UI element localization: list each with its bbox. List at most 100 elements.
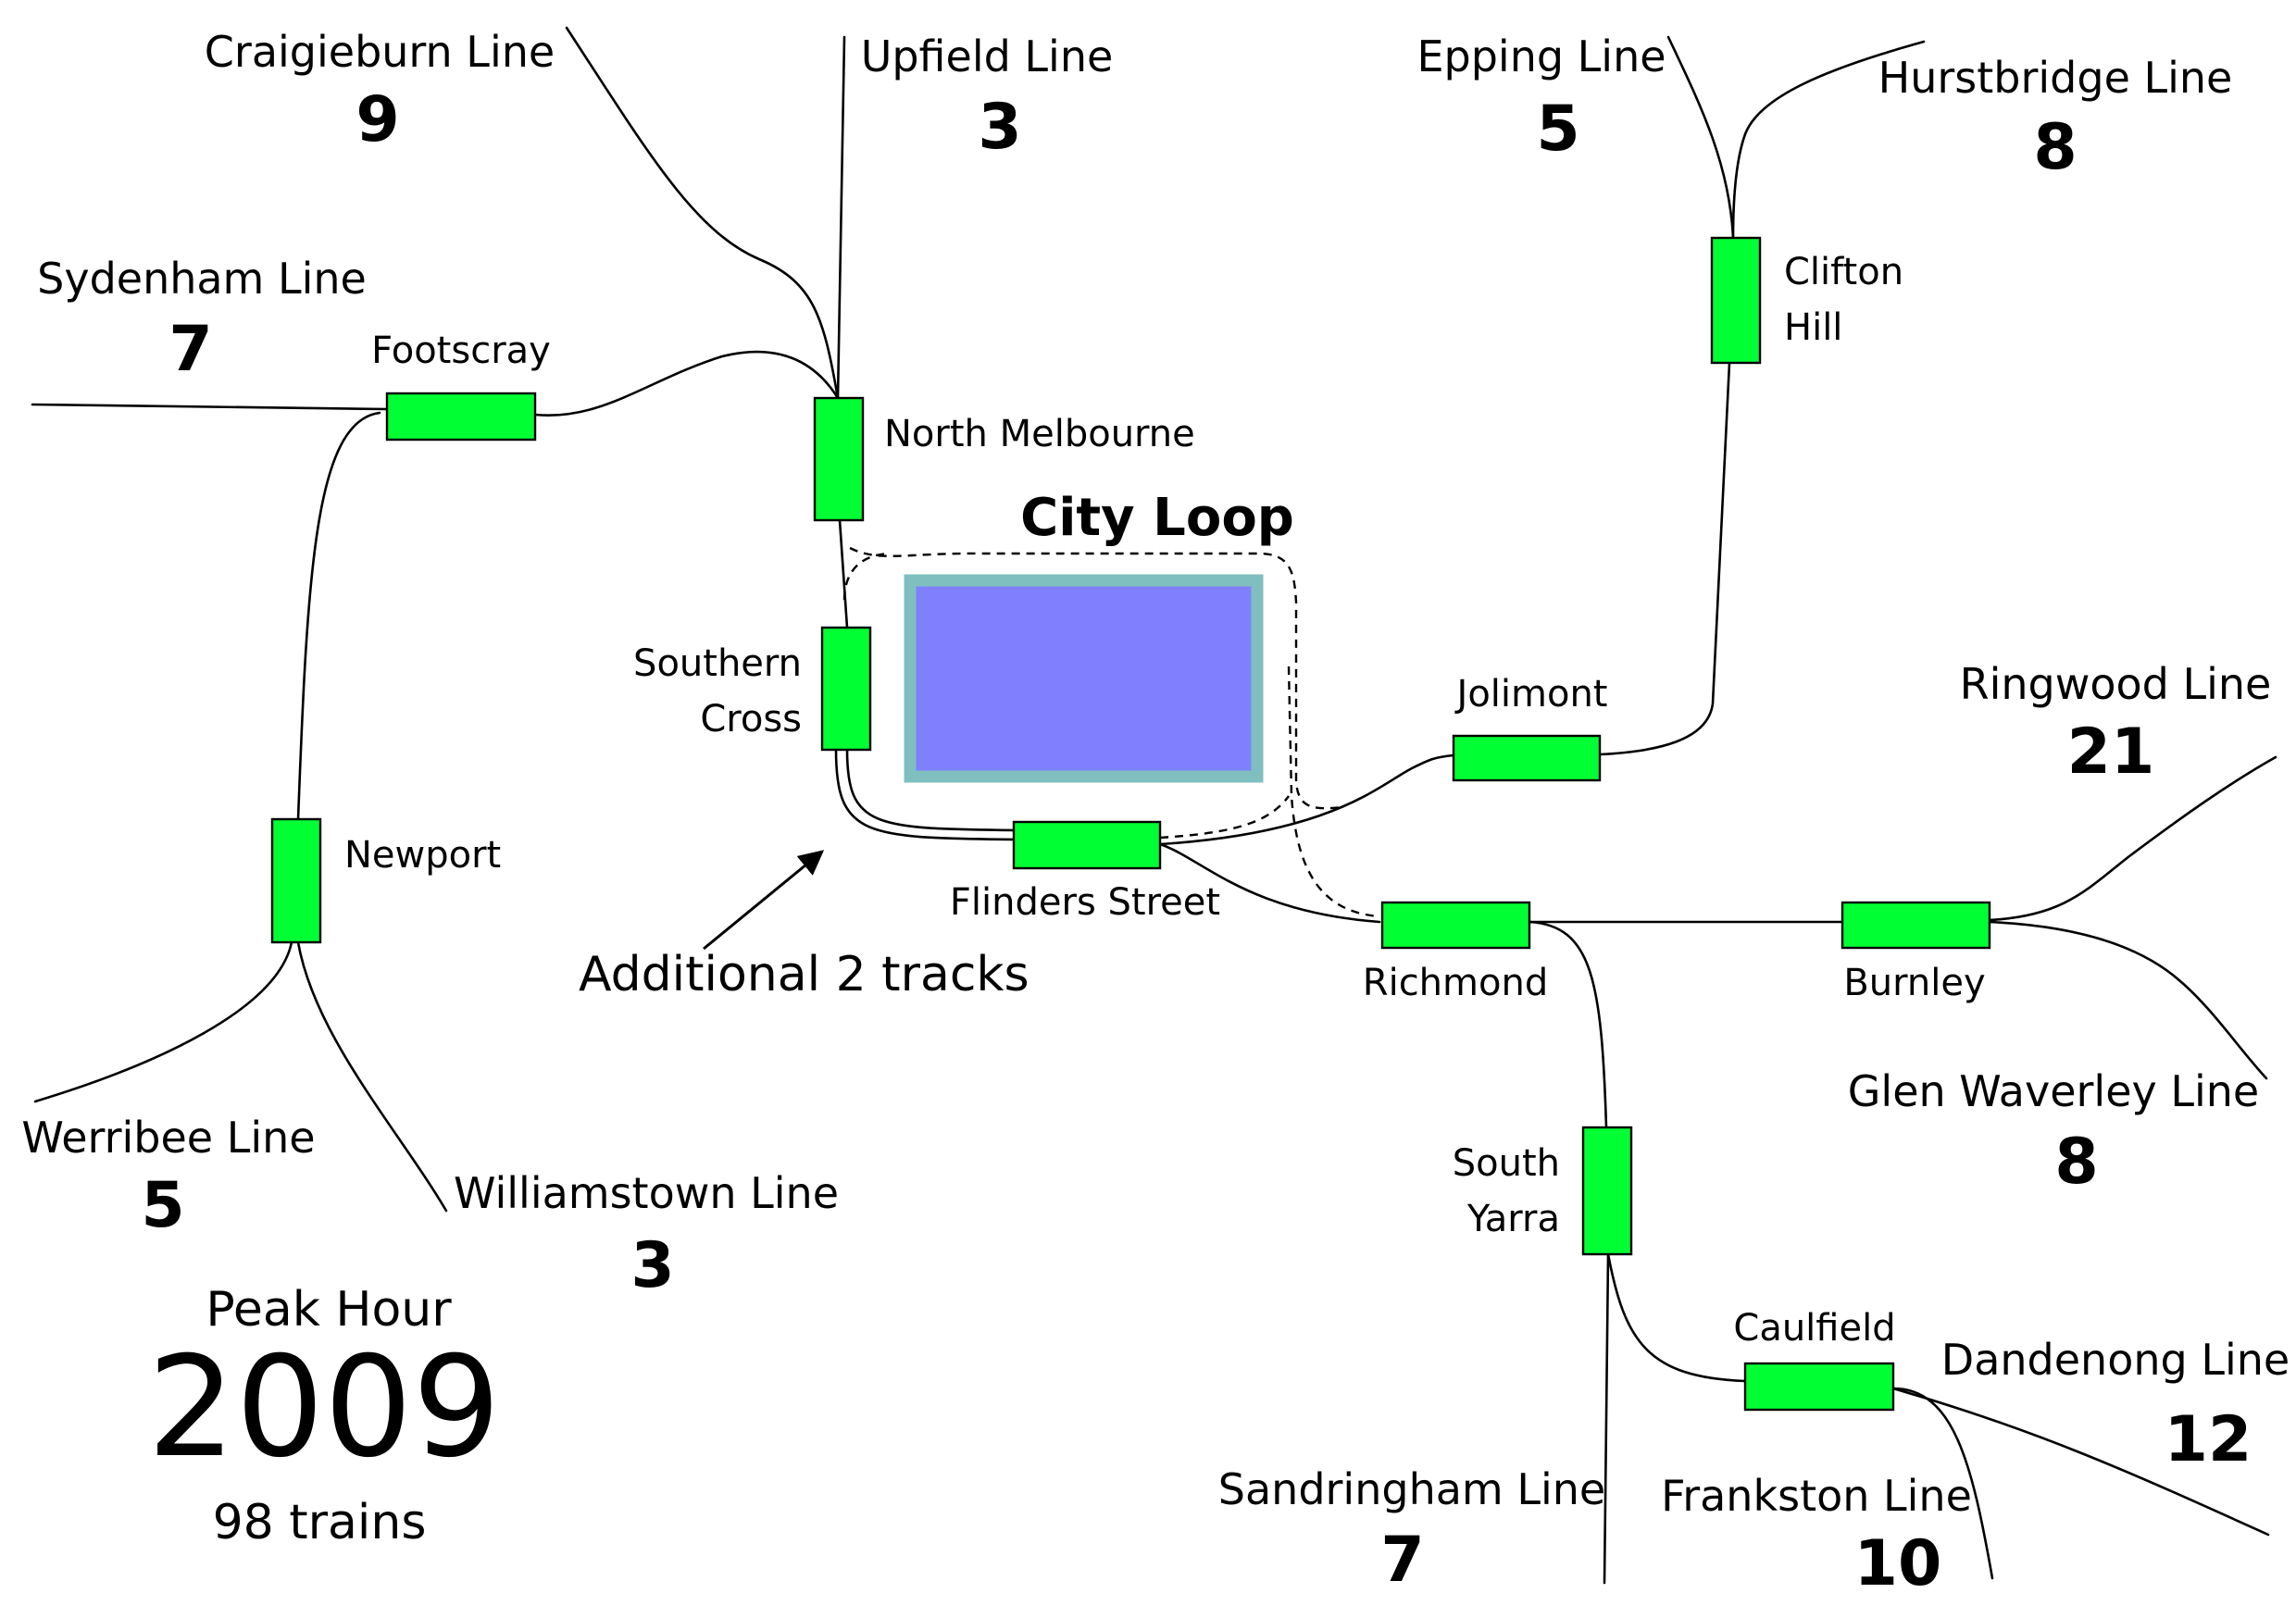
- line-name-glen-waverley: Glen Waverley Line: [1848, 1066, 2259, 1116]
- peak-hour-total: 98 trains: [213, 1495, 427, 1550]
- peak-hour-summary: Peak Hour 2009 98 trains: [147, 1282, 501, 1550]
- train-count-dandenong: 12: [2165, 1403, 2252, 1476]
- train-count-epping: 5: [1536, 93, 1579, 166]
- station-clifton-hill: Clifton Hill: [1710, 236, 1903, 365]
- line-name-werribee: Werribee Line: [21, 1113, 315, 1163]
- line-name-upfield: Upfield Line: [861, 31, 1114, 81]
- station-flinders-street: Flinders Street: [950, 820, 1220, 924]
- stations: Footscray North Melbourne Southern Cross…: [270, 236, 1991, 1412]
- train-count-werribee: 5: [141, 1169, 184, 1242]
- track-flinders-jolimont: [1158, 753, 1455, 846]
- station-newport-marker: [270, 817, 322, 944]
- station-southern-cross-marker: [820, 626, 872, 752]
- line-name-frankston: Frankston Line: [1661, 1471, 1972, 1521]
- station-clifton-hill-label-2: Hill: [1784, 306, 1842, 349]
- line-name-dandenong: Dandenong Line: [1941, 1335, 2290, 1385]
- track-upfield: [836, 35, 846, 400]
- annotation-arrow: [703, 850, 825, 951]
- train-count-sydenham: 7: [168, 313, 212, 386]
- station-footscray-marker: [385, 392, 537, 442]
- line-name-sandringham: Sandringham Line: [1218, 1464, 1605, 1514]
- station-richmond: Richmond: [1363, 901, 1548, 1004]
- peak-hour-year: 2009: [147, 1327, 501, 1488]
- city-loop-tunnel-outer: [849, 546, 1343, 810]
- station-north-melbourne: North Melbourne: [813, 396, 1195, 522]
- track-flinders-richmond: [1158, 842, 1381, 924]
- line-name-hurstbridge: Hurstbridge Line: [1878, 53, 2233, 103]
- station-flinders-street-label: Flinders Street: [950, 881, 1220, 924]
- station-burnley-label: Burnley: [1843, 962, 1985, 1004]
- station-richmond-marker: [1380, 901, 1531, 950]
- track-dandenong: [1891, 1387, 2270, 1537]
- train-count-sandringham: 7: [1380, 1524, 1424, 1597]
- track-craigieburn: [565, 26, 840, 400]
- station-jolimont-label: Jolimont: [1454, 673, 1608, 716]
- train-count-frankston: 10: [1854, 1527, 1942, 1600]
- additional-tracks-annotation: Additional 2 tracks: [579, 850, 1029, 1002]
- track-southern-cross-flinders-b: [845, 748, 1016, 832]
- train-count-williamstown: 3: [630, 1229, 674, 1302]
- station-flinders-street-marker: [1012, 820, 1162, 870]
- city-loop-tunnel-flinders: [1159, 795, 1290, 840]
- line-name-ringwood: Ringwood Line: [1960, 659, 2272, 709]
- line-name-williamstown: Williamstown Line: [454, 1168, 839, 1218]
- line-labels: Craigieburn Line 9 Upfield Line 3 Epping…: [21, 27, 2290, 1600]
- train-count-glen-waverley: 8: [2054, 1126, 2098, 1199]
- line-name-epping: Epping Line: [1416, 31, 1666, 81]
- city-loop-label: City Loop: [1020, 488, 1294, 548]
- line-name-craigieburn: Craigieburn Line: [205, 27, 555, 77]
- track-richmond-south-yarra: [1528, 920, 1608, 1129]
- track-jolimont-clifton-hill: [1598, 361, 1731, 756]
- city-loop: City Loop: [842, 488, 1380, 918]
- train-count-craigieburn: 9: [356, 83, 399, 156]
- station-burnley-marker: [1841, 901, 1991, 950]
- station-burnley: Burnley: [1841, 901, 1991, 1004]
- station-richmond-label: Richmond: [1363, 962, 1548, 1004]
- station-southern-cross: Southern Cross: [633, 626, 872, 752]
- annotation-text: Additional 2 tracks: [579, 947, 1029, 1002]
- station-caulfield-marker: [1743, 1362, 1895, 1412]
- station-north-melbourne-marker: [813, 396, 865, 522]
- track-glen-waverley: [1987, 920, 2268, 1080]
- track-sydenham: [31, 403, 389, 411]
- track-ringwood: [1987, 755, 2277, 922]
- city-loop-block: [904, 574, 1264, 783]
- station-footscray: Footscray: [371, 330, 551, 442]
- station-caulfield-label: Caulfield: [1733, 1307, 1895, 1350]
- track-werribee: [33, 940, 293, 1103]
- station-clifton-hill-label-1: Clifton: [1784, 251, 1903, 293]
- station-jolimont: Jolimont: [1452, 673, 1608, 782]
- station-south-yarra-label-1: South: [1453, 1142, 1560, 1185]
- station-southern-cross-label-2: Cross: [700, 698, 802, 741]
- train-count-upfield: 3: [978, 91, 1021, 164]
- track-frankston: [1891, 1387, 1994, 1580]
- track-epping: [1666, 35, 1735, 240]
- city-loop-tunnel-richmond: [1287, 666, 1380, 918]
- city-loop-tunnel-inner: [842, 552, 890, 601]
- station-south-yarra: South Yarra: [1453, 1126, 1633, 1256]
- track-south-yarra-caulfield: [1606, 1252, 1747, 1383]
- station-newport-label: Newport: [344, 834, 501, 877]
- track-hurstbridge: [1731, 40, 1926, 240]
- peak-hour-label: Peak Hour: [206, 1282, 452, 1338]
- station-clifton-hill-marker: [1710, 236, 1762, 365]
- tracks: [31, 26, 2277, 1585]
- track-williamstown: [296, 940, 448, 1213]
- station-jolimont-marker: [1452, 734, 1602, 782]
- track-sandringham: [1603, 1252, 1610, 1585]
- line-name-sydenham: Sydenham Line: [37, 254, 367, 304]
- train-count-ringwood: 21: [2067, 716, 2155, 789]
- station-footscray-label: Footscray: [371, 330, 551, 372]
- train-count-hurstbridge: 8: [2033, 111, 2077, 184]
- station-south-yarra-label-2: Yarra: [1466, 1198, 1560, 1240]
- track-north-melbourne-footscray: [533, 350, 840, 417]
- station-north-melbourne-label: North Melbourne: [884, 413, 1195, 455]
- station-caulfield: Caulfield: [1733, 1307, 1896, 1412]
- track-footscray-newport: [296, 411, 381, 821]
- station-southern-cross-label-1: Southern: [633, 642, 802, 685]
- track-southern-cross-flinders-a: [834, 748, 1016, 841]
- track-north-melbourne-southern-cross: [838, 518, 849, 629]
- station-newport: Newport: [270, 817, 501, 944]
- station-south-yarra-marker: [1581, 1126, 1633, 1256]
